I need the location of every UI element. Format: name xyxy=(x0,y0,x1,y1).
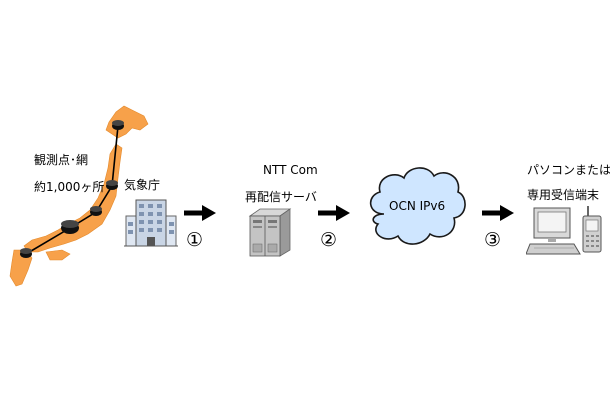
arrow-2-icon xyxy=(318,205,350,221)
server-label-line2: 再配信サーバ xyxy=(245,190,317,204)
step-1-label: ① xyxy=(186,229,204,251)
observation-node-west xyxy=(20,248,32,258)
japan-map xyxy=(9,105,149,287)
arrow-3-icon xyxy=(482,205,514,221)
step-3-label: ③ xyxy=(484,229,502,251)
observation-label-line2: 約1,000ヶ所 xyxy=(34,180,105,194)
server-label-line1: NTT Com xyxy=(263,163,318,177)
observation-node-north xyxy=(106,180,118,190)
receiver-label-line2: 専用受信端末 xyxy=(527,188,600,202)
receiver-devices xyxy=(526,206,602,255)
network-cloud-icon xyxy=(369,167,466,245)
observation-node-kanto xyxy=(90,206,102,216)
observation-node-hokkaido xyxy=(112,120,124,130)
step-2-label: ② xyxy=(320,229,338,251)
japan-map-diagram xyxy=(9,105,149,287)
network-label: OCN IPv6 xyxy=(389,199,446,213)
observation-label-line1: 観測点･網 xyxy=(34,153,89,167)
receiver-label-line1: パソコンまたは xyxy=(527,163,610,177)
agency-building-icon xyxy=(124,199,178,247)
server-icon xyxy=(248,208,292,257)
dedicated-terminal-icon xyxy=(582,206,602,253)
observation-network xyxy=(20,120,124,258)
agency-label: 気象庁 xyxy=(124,178,161,192)
personal-computer-icon xyxy=(526,207,581,255)
arrow-1-icon xyxy=(184,205,216,221)
observation-node-central xyxy=(61,220,79,234)
